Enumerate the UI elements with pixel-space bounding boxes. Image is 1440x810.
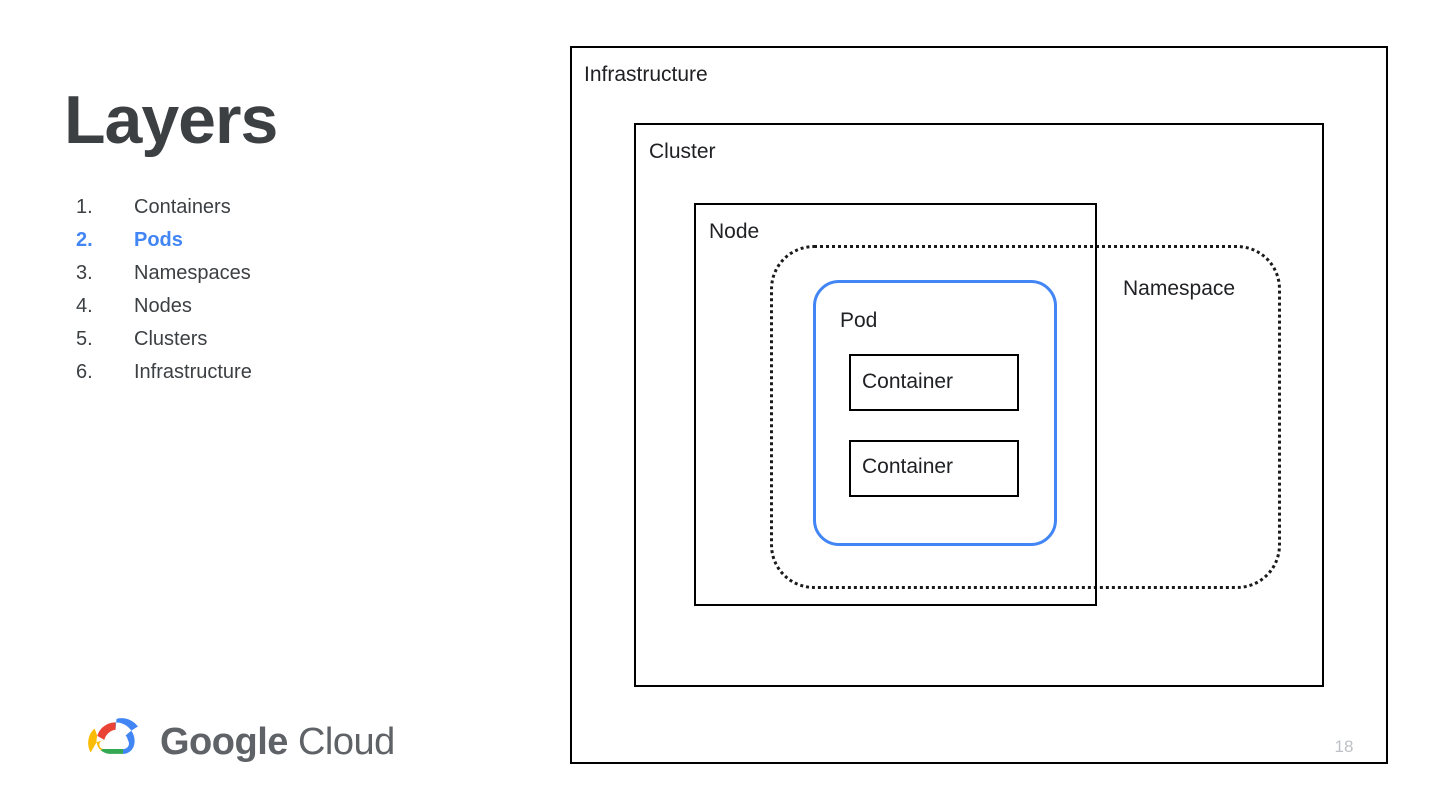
- list-item-number: 1.: [76, 196, 93, 218]
- list-item-containers[interactable]: 1. Containers: [76, 196, 496, 229]
- google-cloud-logo-icon: [88, 718, 144, 766]
- cluster-box: [634, 123, 1324, 687]
- brand-wordmark: Google Cloud: [160, 721, 395, 764]
- list-item-pods[interactable]: 2. Pods: [76, 229, 496, 262]
- brand-logo: Google Cloud: [88, 718, 395, 766]
- list-item-label: Clusters: [134, 328, 208, 350]
- page-number: 18: [1334, 737, 1354, 756]
- list-item-infrastructure[interactable]: 6. Infrastructure: [76, 361, 496, 394]
- infrastructure-label: Infrastructure: [584, 63, 708, 86]
- brand-cloud-text: Cloud: [287, 720, 395, 763]
- container-box: [849, 440, 1019, 497]
- list-item-label: Nodes: [134, 295, 192, 317]
- pod-label: Pod: [840, 309, 878, 332]
- cluster-label: Cluster: [649, 140, 716, 163]
- brand-google-text: Google: [160, 720, 288, 763]
- node-box: [694, 203, 1097, 606]
- list-item-number: 6.: [76, 361, 93, 383]
- list-item-namespaces[interactable]: 3. Namespaces: [76, 262, 496, 295]
- list-item-number: 2.: [76, 229, 93, 251]
- namespace-label: Namespace: [1123, 277, 1236, 300]
- node-label: Node: [709, 220, 760, 243]
- left-column: Layers 1. Containers 2. Pods 3. Namespac…: [0, 0, 540, 810]
- namespace-box: [770, 245, 1281, 589]
- list-item-number: 5.: [76, 328, 93, 350]
- list-item-number: 4.: [76, 295, 93, 317]
- list-item-clusters[interactable]: 5. Clusters: [76, 328, 496, 361]
- infrastructure-box: [570, 46, 1388, 764]
- list-item-label: Pods: [134, 229, 183, 251]
- list-item-nodes[interactable]: 4. Nodes: [76, 295, 496, 328]
- page-title: Layers: [64, 82, 278, 158]
- pod-box: [813, 280, 1057, 546]
- list-item-number: 3.: [76, 262, 93, 284]
- list-item-label: Containers: [134, 196, 231, 218]
- list-item-label: Infrastructure: [134, 361, 252, 383]
- container-label: Container: [862, 455, 954, 478]
- list-item-label: Namespaces: [134, 262, 251, 284]
- container-box: [849, 354, 1019, 411]
- container-label: Container: [862, 370, 954, 393]
- layers-list: 1. Containers 2. Pods 3. Namespaces 4. N…: [76, 196, 496, 394]
